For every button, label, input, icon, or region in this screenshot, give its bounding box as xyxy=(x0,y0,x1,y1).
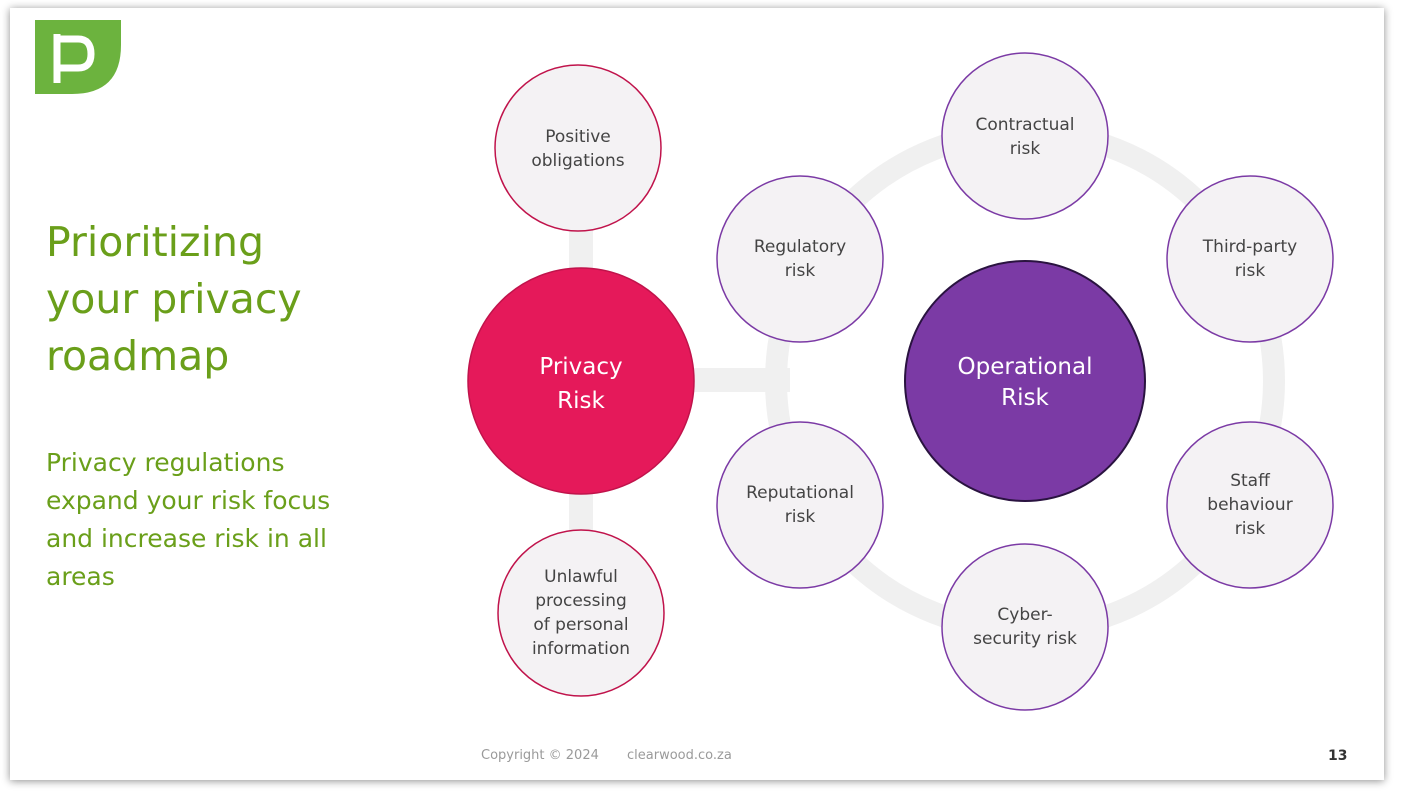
title-line: your privacy xyxy=(46,275,302,323)
node-circle xyxy=(494,64,662,232)
node-label-line: Unlawful xyxy=(544,567,618,587)
node-label-line: Regulatory xyxy=(754,237,846,257)
node-label-line: information xyxy=(532,639,630,659)
page-number: 13 xyxy=(1328,748,1348,764)
logo-p-mark xyxy=(53,34,95,83)
hub-label-line: Privacy xyxy=(539,354,622,380)
node-label-line: Cyber- xyxy=(997,605,1052,625)
node-label-line: risk xyxy=(1010,139,1041,159)
clearwood-logo xyxy=(35,20,121,94)
node-circle xyxy=(1166,175,1334,343)
node-label-line: risk xyxy=(1235,261,1266,281)
title-line: roadmap xyxy=(46,332,230,380)
title-line: Prioritizing xyxy=(46,218,264,266)
node-label-line: of personal xyxy=(533,615,628,635)
node-label-line: risk xyxy=(785,507,816,527)
node-label-line: Staff xyxy=(1230,471,1271,491)
privacy-risk-hub: Privacy Risk xyxy=(467,267,695,495)
hub-circle xyxy=(904,260,1146,502)
hub-label-line: Risk xyxy=(1001,385,1049,411)
node-circle xyxy=(497,529,665,697)
node-unlawful-processing: Unlawful processing of personal informat… xyxy=(497,529,665,697)
node-contractual-risk: Contractual risk xyxy=(941,52,1109,220)
hub-label-line: Operational xyxy=(958,354,1093,380)
hub-circle xyxy=(467,267,695,495)
node-label-line: behaviour xyxy=(1207,495,1292,515)
footer-website: clearwood.co.za xyxy=(627,748,732,763)
node-label-line: processing xyxy=(535,591,627,611)
node-regulatory-risk: Regulatory risk xyxy=(716,175,884,343)
node-circle xyxy=(941,52,1109,220)
hub-label-line: Risk xyxy=(557,388,605,414)
node-reputational-risk: Reputational risk xyxy=(716,421,884,589)
node-circle xyxy=(716,421,884,589)
node-cybersecurity-risk: Cyber- security risk xyxy=(941,543,1109,711)
operational-risk-hub: Operational Risk xyxy=(904,260,1146,502)
node-third-party-risk: Third-party risk xyxy=(1166,175,1334,343)
page-subtitle: Privacy regulations expand your risk foc… xyxy=(46,444,376,596)
node-circle xyxy=(716,175,884,343)
node-label-line: security risk xyxy=(973,629,1077,649)
node-label-line: Positive xyxy=(545,127,611,147)
node-label-line: obligations xyxy=(531,151,624,171)
subtitle-line: areas xyxy=(46,562,115,591)
slide: Prioritizing your privacy roadmap Privac… xyxy=(10,8,1384,780)
node-circle xyxy=(1166,421,1334,589)
node-label-line: risk xyxy=(1235,519,1266,539)
page-title: Prioritizing your privacy roadmap xyxy=(46,214,426,385)
risk-diagram: Privacy Risk Operational Risk Positive o… xyxy=(467,52,1334,711)
footer-copyright: Copyright © 2024 xyxy=(481,748,599,763)
subtitle-line: and increase risk in all xyxy=(46,524,327,553)
node-label-line: Contractual xyxy=(975,115,1074,135)
node-circle xyxy=(941,543,1109,711)
node-label-line: Reputational xyxy=(746,483,854,503)
node-positive-obligations: Positive obligations xyxy=(494,64,662,232)
node-label-line: Third-party xyxy=(1202,237,1297,257)
subtitle-line: expand your risk focus xyxy=(46,486,331,515)
node-label-line: risk xyxy=(785,261,816,281)
subtitle-line: Privacy regulations xyxy=(46,448,285,477)
node-staff-behaviour-risk: Staff behaviour risk xyxy=(1166,421,1334,589)
